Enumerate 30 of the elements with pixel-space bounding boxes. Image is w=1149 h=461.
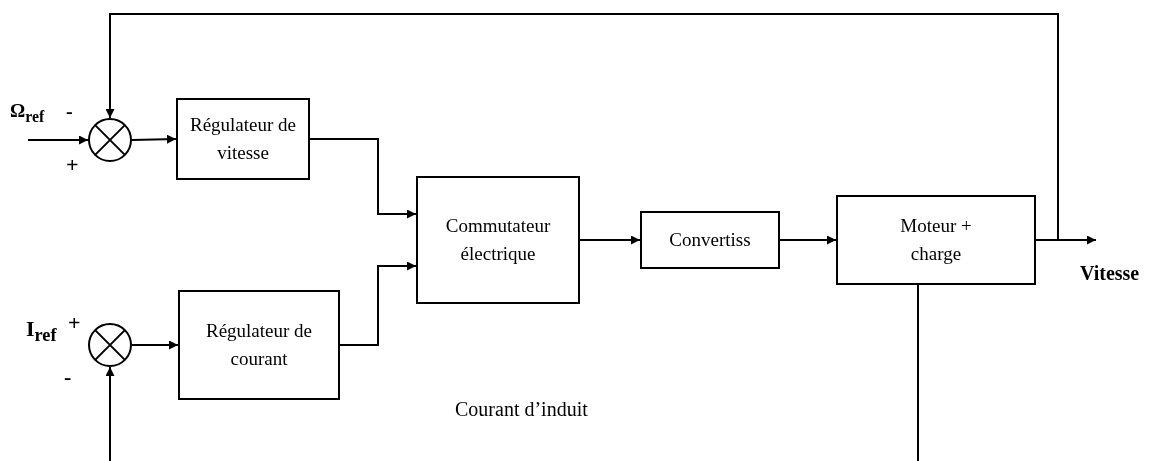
block-label: Moteur + charge	[899, 214, 973, 266]
sign-label: -	[66, 100, 73, 123]
sign-label: +	[68, 310, 81, 336]
block	[416, 176, 580, 304]
sign-label: -	[64, 364, 72, 390]
signal-name: Courant d’induit	[455, 398, 588, 421]
block-label: Régulateur de courant	[204, 319, 313, 371]
arrow	[309, 138, 417, 219]
summing-junction	[88, 323, 132, 367]
block	[176, 98, 310, 180]
arrow	[131, 340, 179, 350]
block-label: Régulateur de vitesse	[188, 113, 297, 165]
arrow	[339, 261, 417, 346]
signal-name: Ω$_{ref}$	[10, 100, 45, 126]
sign-label: +	[66, 152, 79, 178]
block	[836, 195, 1036, 285]
block	[640, 211, 780, 269]
output-label: Vitesse	[1080, 262, 1140, 285]
block-label: Convertiss	[669, 228, 751, 253]
arrow	[131, 134, 177, 144]
arrow	[579, 235, 641, 245]
arrow	[779, 235, 837, 245]
arrow	[105, 366, 115, 461]
summing-junction	[88, 118, 132, 162]
block-label: Commutateur électrique	[444, 214, 552, 266]
block	[178, 290, 340, 400]
signal-name: I$_{ref}$	[26, 316, 57, 347]
arrow	[105, 13, 1059, 241]
arrow	[27, 135, 89, 145]
signal-line	[917, 284, 919, 461]
